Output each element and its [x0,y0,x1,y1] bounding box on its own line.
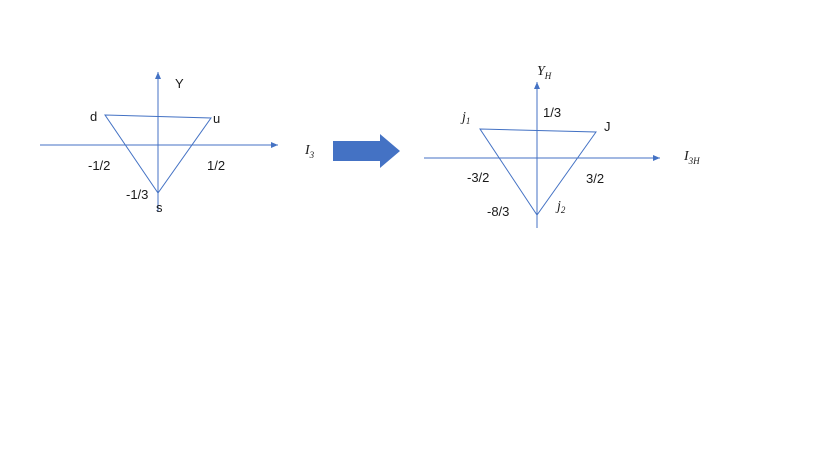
tick-label-neg-three-halves: -3/2 [467,170,489,185]
transform-arrow-icon [333,134,400,168]
vertex-label-J: J [604,119,611,134]
left-y-axis-label: Y [175,76,184,91]
right-triangle [479,128,597,216]
tick-label-pos-three-halves: 3/2 [586,171,604,186]
tick-label-neg-half: -1/2 [88,158,110,173]
right-x-axis-label: I3H [683,149,700,166]
vertex-label-j2: j2 [555,199,566,215]
left-quark-diagram: Y I3 d u s -1/2 1/2 -1/3 [40,72,315,215]
tick-label-pos-half: 1/2 [207,158,225,173]
vertex-label-u: u [213,111,220,126]
right-quark-diagram: YH I3H j1 J j2 1/3 -3/2 3/2 -8/3 [424,64,700,228]
vertex-label-s: s [156,200,163,215]
vertex-label-j1: j1 [460,110,470,126]
tick-label-neg-eight-thirds: -8/3 [487,204,509,219]
tick-label-pos-third: 1/3 [543,105,561,120]
left-triangle [104,114,212,194]
vertex-label-d: d [90,109,97,124]
right-y-axis-label: YH [537,64,552,81]
tick-label-neg-third: -1/3 [126,187,148,202]
left-x-axis-label: I3 [304,143,315,160]
